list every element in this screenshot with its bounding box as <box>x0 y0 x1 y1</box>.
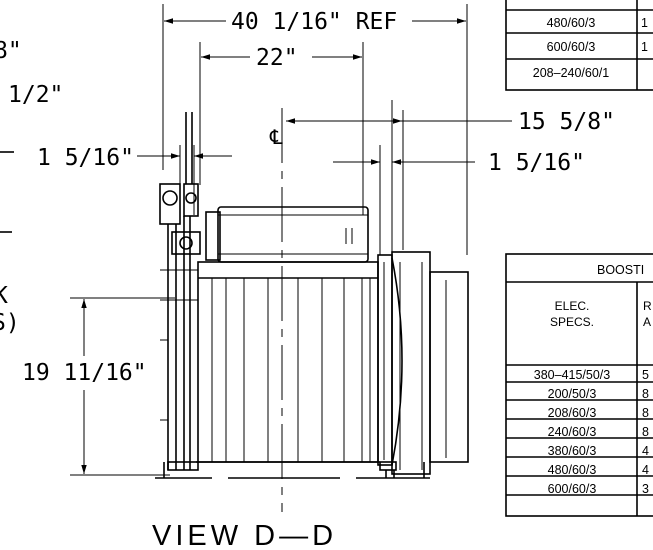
dim-cut-left-8: 8" <box>0 38 22 64</box>
dim-width-22: 22" <box>256 45 298 71</box>
dim-right-1-5-16: 1 5/16" <box>488 150 585 176</box>
dim-height-19-11-16: 19 11/16" <box>22 360 147 386</box>
booster-table-title: BOOSTI <box>597 263 644 277</box>
booster-row-value: 8 <box>642 387 649 401</box>
booster-table-rows: 380–415/50/3 5 200/50/3 8 208/60/3 8 240/60/3 8… <box>534 368 649 496</box>
machine-body <box>155 112 469 479</box>
top-spec-table: 480/60/3 1 600/60/3 1 208–240/60/1 <box>505 0 653 91</box>
top-table-spec-2: 600/60/3 <box>547 40 596 54</box>
booster-row-value: 4 <box>642 444 649 458</box>
dim-cut-left-s: S) <box>0 310 20 336</box>
booster-row-spec: 240/60/3 <box>548 425 597 439</box>
centerline: ℄ <box>269 108 283 512</box>
booster-col1-header-line1: ELEC. <box>555 299 590 313</box>
booster-row-spec: 200/50/3 <box>548 387 597 401</box>
top-table-val-1: 1 <box>641 16 648 30</box>
booster-row-spec: 380–415/50/3 <box>534 368 611 382</box>
top-table-spec-3: 208–240/60/1 <box>533 66 610 80</box>
booster-col1-header-line2: SPECS. <box>550 315 594 329</box>
booster-row-spec: 480/60/3 <box>548 463 597 477</box>
dim-cut-left-half: 1/2" <box>8 82 63 108</box>
booster-col2-header-line1: R <box>643 299 652 313</box>
dim-cut-left-k: K <box>0 283 8 309</box>
booster-col2-header-line2: A <box>643 315 651 329</box>
view-label: VIEW D—D <box>152 520 337 550</box>
booster-row-value: 4 <box>642 463 649 477</box>
dim-offset-15-5-8: 15 5/8" <box>518 109 615 135</box>
booster-row-spec: 380/60/3 <box>548 444 597 458</box>
top-table-val-2: 1 <box>641 40 648 54</box>
booster-row-spec: 208/60/3 <box>548 406 597 420</box>
dim-overall-ref: 40 1/16" REF <box>231 9 397 35</box>
dim-left-1-5-16: 1 5/16" <box>37 145 134 171</box>
left-cutoff-dimensions: 8" 1/2" K S) <box>0 38 63 336</box>
booster-row-value: 8 <box>642 425 649 439</box>
booster-row-value: 3 <box>642 482 649 496</box>
centerline-symbol: ℄ <box>269 125 283 149</box>
dimension-lines: 40 1/16" REF 22" 15 5/8" 1 5/16" 1 5/16"… <box>22 4 615 476</box>
top-table-spec-1: 480/60/3 <box>547 16 596 30</box>
booster-row-spec: 600/60/3 <box>548 482 597 496</box>
booster-spec-table: BOOSTI ELEC. SPECS. R A 380–415/50/3 5 200… <box>505 253 653 517</box>
booster-row-value: 5 <box>642 368 649 382</box>
booster-row-value: 8 <box>642 406 649 420</box>
